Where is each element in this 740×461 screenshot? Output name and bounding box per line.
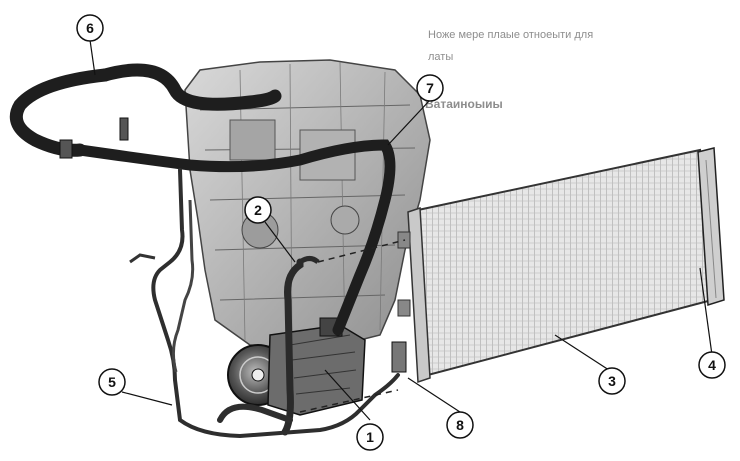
leader-line-1 [324, 369, 371, 421]
callout-6-label: 6 [86, 20, 94, 36]
callout-7: 7 [416, 74, 444, 102]
callout-2: 2 [244, 196, 272, 224]
background-text-line-3: Ватаиноыиы [425, 97, 503, 111]
receiver-drier [697, 147, 725, 307]
callout-1: 1 [356, 423, 384, 451]
callout-3-label: 3 [608, 373, 616, 389]
background-text-line-1: Ноже мере плаые отноеыти для [428, 29, 593, 41]
callout-2-label: 2 [254, 202, 262, 218]
leader-line-5 [121, 391, 173, 406]
callout-5: 5 [98, 368, 126, 396]
callout-3: 3 [598, 367, 626, 395]
condenser [397, 148, 714, 384]
suction-hose [9, 63, 396, 336]
background-text: Ноже мере плаые отноеыти для латы Ватаин… [425, 29, 593, 111]
callout-8: 8 [446, 411, 474, 439]
leader-line-2 [264, 221, 296, 263]
leader-line-8 [407, 377, 461, 413]
leader-line-4 [699, 267, 713, 356]
callout-7-label: 7 [426, 80, 434, 96]
engine-block [184, 59, 431, 351]
leader-line-6 [89, 39, 96, 76]
leader-line-7 [387, 99, 431, 146]
callout-5-label: 5 [108, 374, 116, 390]
callout-6: 6 [76, 14, 104, 42]
leader-line-3 [554, 334, 613, 373]
background-text-line-2: латы [428, 51, 453, 63]
callout-1-label: 1 [366, 429, 374, 445]
liquid-pipe [129, 168, 407, 439]
callout-4: 4 [698, 351, 726, 379]
callout-4-label: 4 [708, 357, 716, 373]
leader-lines [89, 39, 713, 421]
callout-8-label: 8 [456, 417, 464, 433]
